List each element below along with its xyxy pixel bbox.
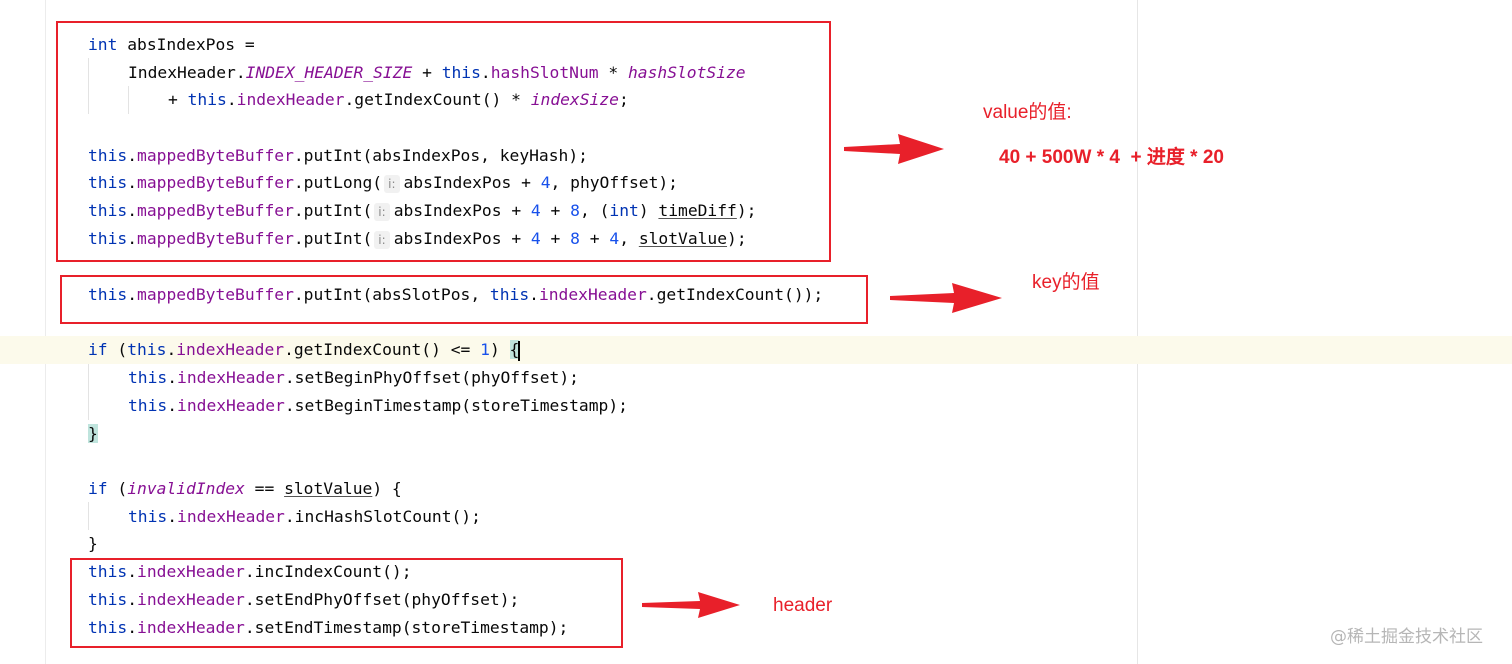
key-annotation-label: key的值 — [1032, 272, 1100, 293]
value-arrow-icon — [844, 134, 944, 164]
value-annotation-title: value的值: — [983, 102, 1072, 123]
code-line-1: int absIndexPos = — [88, 35, 255, 54]
header-highlight-box — [70, 558, 623, 648]
code-line-12: if (this.indexHeader.getIndexCount() <= … — [88, 340, 521, 361]
right-margin-divider — [1137, 0, 1138, 664]
code-line-5: this.mappedByteBuffer.putInt(absIndexPos… — [88, 146, 588, 165]
parameter-hint: i: — [374, 202, 390, 221]
matched-brace: } — [88, 424, 98, 443]
code-line-17: if (invalidIndex == slotValue) { — [88, 479, 402, 498]
code-line-10: this.mappedByteBuffer.putInt(absSlotPos,… — [88, 285, 824, 304]
code-line-20: this.indexHeader.incIndexCount(); — [88, 562, 412, 581]
code-line-22: this.indexHeader.setEndTimestamp(storeTi… — [88, 618, 569, 637]
code-line-14: this.indexHeader.setBeginTimestamp(store… — [128, 396, 628, 415]
key-highlight-box — [60, 275, 868, 324]
current-line-highlight — [0, 336, 1512, 364]
header-annotation-label: header — [773, 595, 833, 616]
indent-guide — [88, 58, 89, 114]
code-line-19: } — [88, 534, 98, 553]
gutter-divider — [45, 0, 46, 664]
code-line-7: this.mappedByteBuffer.putInt(i:absIndexP… — [88, 201, 757, 221]
indent-guide — [88, 502, 89, 530]
code-line-18: this.indexHeader.incHashSlotCount(); — [128, 507, 481, 526]
keyword-token: int — [88, 35, 118, 54]
matched-brace: { — [509, 340, 520, 359]
code-line-21: this.indexHeader.setEndPhyOffset(phyOffs… — [88, 590, 520, 609]
parameter-hint: i: — [374, 230, 390, 249]
code-line-3: + this.indexHeader.getIndexCount() * ind… — [168, 90, 629, 109]
watermark: @稀土掘金技术社区 — [1330, 627, 1483, 647]
value-highlight-box — [56, 21, 831, 262]
key-arrow-icon — [890, 283, 1002, 313]
indent-guide — [128, 86, 129, 114]
code-line-6: this.mappedByteBuffer.putLong(i:absIndex… — [88, 173, 678, 193]
code-line-15: } — [88, 420, 98, 448]
header-arrow-icon — [642, 592, 740, 618]
code-line-13: this.indexHeader.setBeginPhyOffset(phyOf… — [128, 368, 579, 387]
indent-guide — [88, 364, 89, 420]
text-cursor — [518, 340, 521, 361]
value-annotation-formula: 40 + 500W * 4 + 进度 * 20 — [999, 147, 1224, 168]
code-line-2: IndexHeader.INDEX_HEADER_SIZE + this.has… — [128, 63, 746, 82]
parameter-hint: i: — [384, 174, 400, 193]
code-line-8: this.mappedByteBuffer.putInt(i:absIndexP… — [88, 229, 747, 249]
